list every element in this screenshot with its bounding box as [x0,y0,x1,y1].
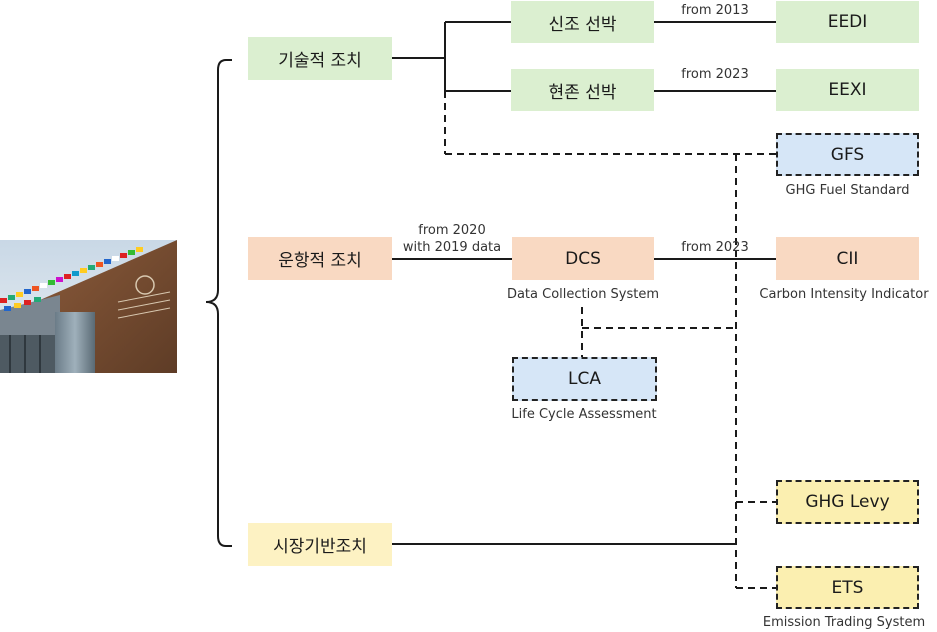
node-cii: CII [776,237,919,280]
node-lca-subtitle: Life Cycle Assessment [511,407,657,422]
node-lca: LCA [512,357,657,401]
label-eedi-from: from 2013 [681,3,749,18]
label-cii-from: from 2023 [681,240,749,255]
node-new-ships: 신조 선박 [511,1,654,43]
category-market: 시장기반조치 [248,523,392,566]
node-gfs-subtitle: GHG Fuel Standard [785,183,910,198]
node-dcs-subtitle: Data Collection System [506,287,660,302]
main-brace [205,59,232,547]
node-eedi: EEDI [776,1,919,43]
node-eexi: EEXI [776,69,919,111]
label-eexi-from: from 2023 [681,67,749,82]
node-existing-ships: 현존 선박 [511,69,654,111]
label-dcs-from-line2: with 2019 data [402,240,502,255]
node-ets-subtitle: Emission Trading System [762,615,926,630]
category-operational: 운항적 조치 [248,237,392,280]
label-dcs-from: from 2020 with 2019 data [396,222,508,256]
node-ghg-levy: GHG Levy [776,480,919,524]
node-dcs: DCS [512,237,654,280]
category-technical: 기술적 조치 [248,37,392,80]
label-dcs-from-line1: from 2020 [418,223,486,238]
node-cii-subtitle: Carbon Intensity Indicator [759,287,929,302]
imo-building-image [0,240,177,373]
node-ets: ETS [776,566,919,609]
node-gfs: GFS [776,133,919,176]
imo-building-photo [0,240,177,373]
